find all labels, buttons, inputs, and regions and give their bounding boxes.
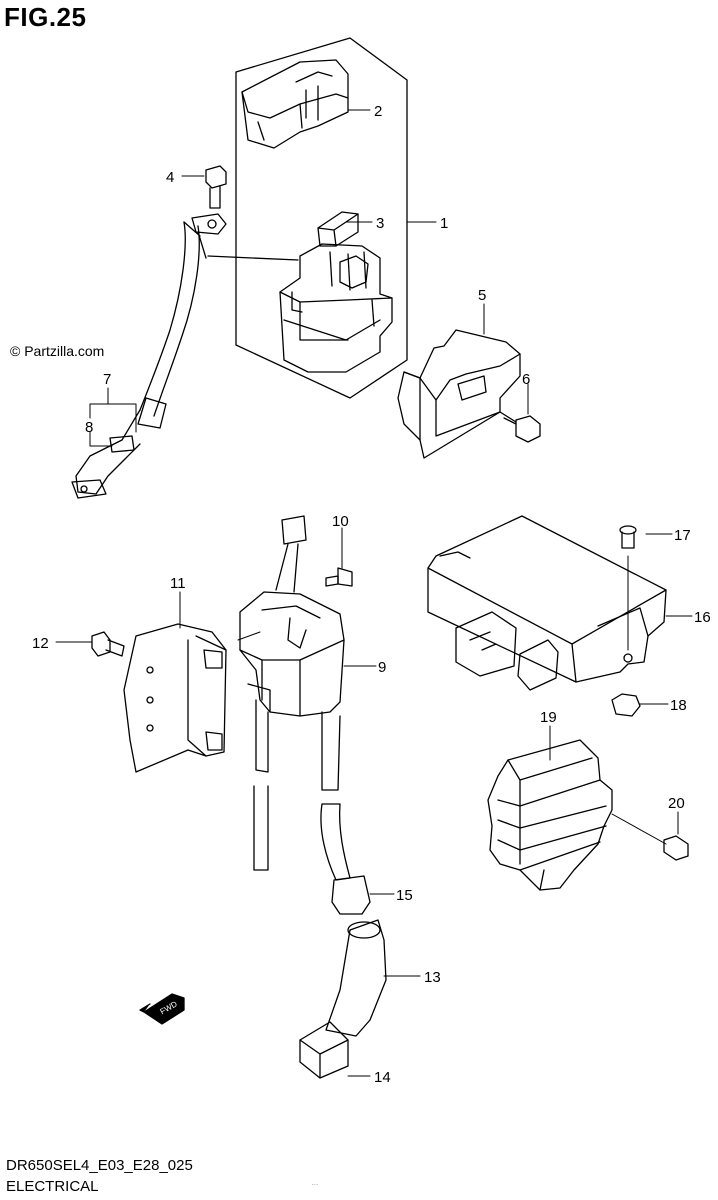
callout-5: 5 xyxy=(478,287,486,304)
cdi-unit xyxy=(427,515,667,691)
callout-3: 3 xyxy=(376,215,384,232)
bolt-20 xyxy=(663,835,689,861)
leader-wire xyxy=(207,255,299,261)
regulator-rectifier xyxy=(487,739,613,891)
starter-cable xyxy=(71,213,227,499)
relay-bracket xyxy=(397,329,521,459)
callout-1: 1 xyxy=(440,215,448,232)
callout-12: 12 xyxy=(32,635,49,652)
callout-6: 6 xyxy=(522,371,530,388)
callout-13: 13 xyxy=(424,969,441,986)
starter-relay xyxy=(279,243,393,373)
forward-arrow: FWD xyxy=(139,993,185,1025)
relay-cover xyxy=(241,59,349,149)
ignition-coil xyxy=(239,515,351,881)
bolt-6 xyxy=(499,411,541,443)
fineprint: ... xyxy=(312,1181,319,1187)
watermark: © Partzilla.com xyxy=(10,343,105,359)
callout-18: 18 xyxy=(670,697,687,714)
figure-title: FIG.25 xyxy=(4,2,87,32)
bolt-10 xyxy=(325,567,353,587)
callout-20: 20 xyxy=(668,795,685,812)
nut-18 xyxy=(611,693,641,717)
callout-2: 2 xyxy=(374,103,382,120)
callout-16: 16 xyxy=(694,609,711,626)
callout-14: 14 xyxy=(374,1069,391,1086)
model-code: DR650SEL4_E03_E28_025 xyxy=(6,1157,193,1174)
callout-8: 8 xyxy=(85,419,93,436)
callout-19: 19 xyxy=(540,709,557,726)
fuse xyxy=(317,211,359,247)
callout-7: 7 xyxy=(103,371,111,388)
coil-bracket xyxy=(123,623,227,773)
section-name: ELECTRICAL xyxy=(6,1178,99,1195)
callout-10: 10 xyxy=(332,513,349,530)
callout-9: 9 xyxy=(378,659,386,676)
bolt-4 xyxy=(205,165,227,209)
leader-lines xyxy=(55,109,693,1077)
bolt-12 xyxy=(91,631,125,657)
callout-17: 17 xyxy=(674,527,691,544)
callout-15: 15 xyxy=(396,887,413,904)
callout-11: 11 xyxy=(170,575,186,592)
starter-relay-assembly-frame xyxy=(235,37,408,399)
callout-4: 4 xyxy=(166,169,174,186)
plug-cap xyxy=(299,875,387,1079)
bolt-17 xyxy=(619,525,637,549)
